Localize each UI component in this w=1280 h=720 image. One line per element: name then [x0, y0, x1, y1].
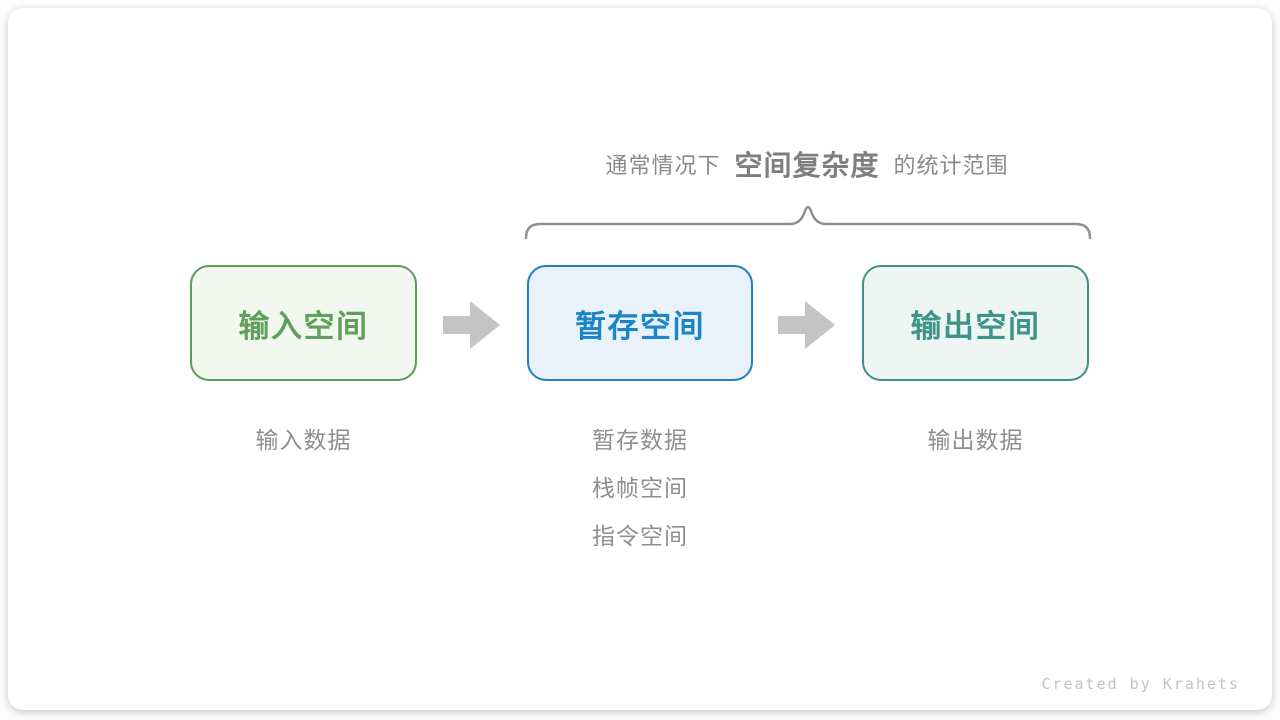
- right-arrow-icon: [778, 301, 835, 349]
- output-space-label: 输出空间: [910, 308, 1041, 344]
- note-line: 暂存数据: [592, 427, 688, 453]
- input-space-notes: 输入数据: [190, 420, 417, 468]
- note-line: 输出数据: [927, 427, 1024, 453]
- annotation-prefix: 通常情况下: [605, 153, 721, 178]
- buffer-space-box: 暂存空间: [527, 265, 753, 381]
- buffer-space-notes: 暂存数据 栈帧空间 指令空间: [527, 420, 753, 564]
- input-space-label: 输入空间: [238, 308, 369, 344]
- overbrace-icon: [524, 205, 1092, 240]
- note-line: 指令空间: [592, 523, 688, 549]
- right-arrow-icon: [443, 301, 500, 349]
- output-space-notes: 输出数据: [862, 420, 1089, 468]
- note-line: 输入数据: [255, 427, 352, 453]
- output-space-box: 输出空间: [862, 265, 1089, 381]
- input-space-box: 输入空间: [190, 265, 417, 381]
- note-line: 栈帧空间: [592, 475, 688, 501]
- annotation-suffix: 的统计范围: [893, 153, 1009, 178]
- annotation-highlight: 空间复杂度: [734, 150, 880, 181]
- buffer-space-label: 暂存空间: [575, 308, 705, 344]
- annotation-title: 通常情况下 空间复杂度 的统计范围: [497, 142, 1117, 186]
- credit-text: Created by Krahets: [1041, 675, 1240, 693]
